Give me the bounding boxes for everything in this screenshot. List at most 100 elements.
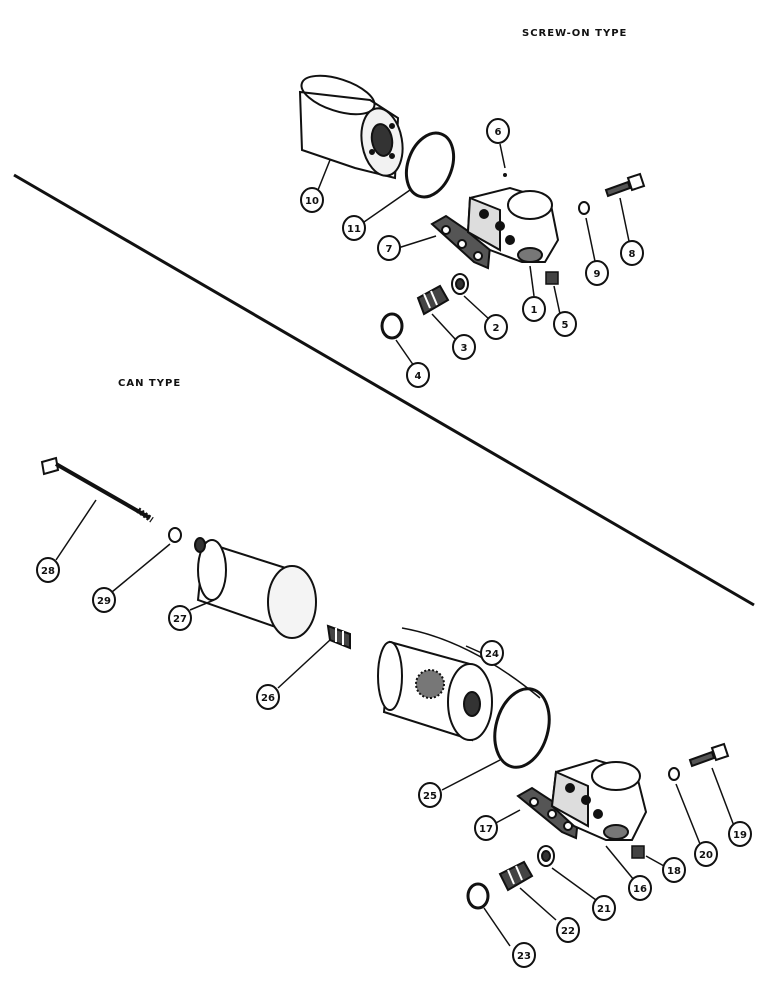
callout-number: 20 (699, 850, 713, 861)
callout-number: 4 (415, 371, 422, 382)
callout-circle (620, 240, 644, 266)
leader-23 (483, 907, 511, 947)
lockwasher-9 (578, 201, 590, 215)
spring-22 (498, 860, 534, 892)
callout-circle (480, 640, 504, 666)
leader-16 (605, 845, 635, 881)
callout-circle (92, 587, 116, 613)
leader-20 (675, 783, 701, 845)
leader-4 (395, 339, 415, 367)
spring-26 (326, 624, 351, 650)
spring-3 (416, 284, 450, 316)
callout-number: 22 (561, 926, 575, 937)
screw-on-type-label: SCREW-ON TYPE (522, 28, 628, 39)
callout-4: 4 (406, 362, 430, 388)
valve-21 (537, 845, 555, 867)
leader-5 (553, 285, 561, 315)
callout-26: 26 (256, 684, 280, 710)
leader-26 (277, 639, 331, 689)
leader-28 (55, 499, 97, 561)
callout-number: 1 (531, 305, 538, 316)
callout-number: 19 (733, 830, 747, 841)
callout-circle (484, 314, 508, 340)
callout-number: 7 (386, 244, 393, 255)
callout-number: 5 (562, 320, 569, 331)
leader-11 (363, 189, 411, 223)
callout-circle (452, 334, 476, 360)
callout-circle (592, 895, 616, 921)
leader-10 (317, 159, 331, 191)
leader-2 (463, 295, 491, 321)
callout-circle (585, 260, 609, 286)
callout-number: 8 (629, 249, 636, 260)
callout-9: 9 (585, 260, 609, 286)
callout-21: 21 (592, 895, 616, 921)
leader-8 (619, 197, 631, 247)
callout-11: 11 (342, 215, 366, 241)
callout-circle (628, 875, 652, 901)
callout-circle (512, 942, 536, 968)
callout-number: 24 (485, 649, 499, 660)
callout-number: 2 (493, 323, 500, 334)
callout-circle (300, 187, 324, 213)
callout-17: 17 (474, 815, 498, 841)
callout-number: 26 (261, 693, 275, 704)
gasket-ring-11 (404, 131, 456, 199)
leader-3 (431, 313, 457, 341)
callout-circle (694, 841, 718, 867)
filter-element-24 (377, 627, 541, 742)
callout-number: 21 (597, 904, 611, 915)
callout-circle (168, 605, 192, 631)
callout-1: 1 (522, 296, 546, 322)
valve-2 (451, 273, 469, 295)
callout-circle (474, 815, 498, 841)
bolt-8 (604, 172, 646, 198)
callout-10: 10 (300, 187, 324, 213)
leader-25 (441, 759, 501, 791)
callout-circle (662, 857, 686, 883)
gasket-ring-25 (493, 687, 551, 769)
leader-18 (645, 855, 665, 867)
callout-circle (406, 362, 430, 388)
lockwasher-20 (668, 767, 680, 781)
bolt-19 (688, 742, 730, 768)
callout-circle (377, 235, 401, 261)
filter-can-27 (194, 537, 317, 639)
spin-on-filter-cartridge (298, 74, 404, 180)
washer-29 (168, 527, 182, 543)
callout-3: 3 (452, 334, 476, 360)
callout-number: 6 (495, 127, 502, 138)
leader-21 (551, 867, 597, 901)
callout-number: 16 (633, 884, 647, 895)
callout-number: 17 (479, 824, 493, 835)
leader-7 (397, 235, 437, 249)
callout-19: 19 (728, 821, 752, 847)
leader-17 (493, 809, 521, 825)
leader-6 (499, 143, 506, 169)
callout-5: 5 (553, 311, 577, 337)
filter-head-16 (550, 758, 648, 841)
callout-28: 28 (36, 557, 60, 583)
callout-20: 20 (694, 841, 718, 867)
callout-circle (556, 917, 580, 943)
callout-7: 7 (377, 235, 401, 261)
callout-number: 25 (423, 791, 437, 802)
callout-circle (522, 296, 546, 322)
leader-29 (111, 543, 171, 593)
callout-24: 24 (480, 640, 504, 666)
callout-29: 29 (92, 587, 116, 613)
callout-23: 23 (512, 942, 536, 968)
callout-number: 29 (97, 596, 111, 607)
leader-1 (529, 265, 535, 297)
callout-circle (256, 684, 280, 710)
callout-number: 9 (594, 269, 601, 280)
center-bolt-28 (40, 456, 154, 523)
callout-circle (342, 215, 366, 241)
leader-19 (711, 767, 735, 827)
leader-27 (189, 599, 215, 611)
washer-4 (380, 312, 404, 340)
callout-circle (486, 118, 510, 144)
